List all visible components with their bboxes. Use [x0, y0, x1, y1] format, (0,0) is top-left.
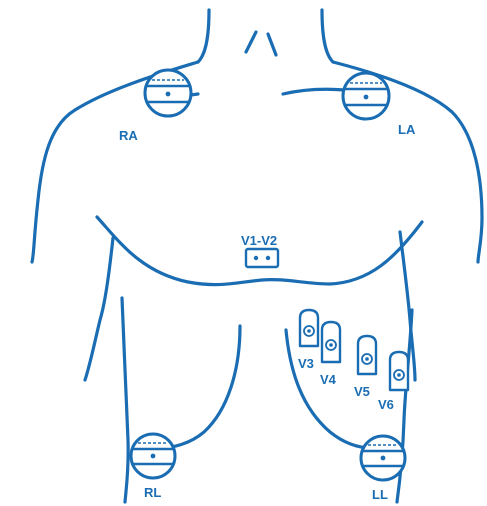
label-v6: V6 [378, 397, 394, 412]
electrode-v5-pad [358, 336, 376, 374]
electrode-v3-dot [307, 329, 311, 333]
electrode-ll-dot [381, 456, 386, 461]
electrode-v1v2-dot-left [254, 256, 258, 260]
neck-left-line [198, 10, 209, 62]
electrode-ra [145, 70, 191, 116]
electrode-v3-pad [300, 310, 318, 346]
electrode-v1v2-pad [246, 249, 278, 267]
electrode-v3 [300, 310, 318, 346]
label-v5: V5 [354, 384, 370, 399]
electrode-v5 [358, 336, 376, 374]
arm-inner-left-line [85, 238, 113, 380]
electrode-ra-dot [166, 92, 171, 97]
electrode-v4-dot [329, 343, 333, 347]
electrode-v1v2 [246, 249, 278, 267]
label-ll: LL [372, 487, 388, 502]
flank-left-line [122, 298, 128, 502]
electrode-rl [131, 434, 175, 478]
abdomen-left-line [160, 326, 240, 448]
label-la: LA [398, 122, 416, 137]
collarbone-left-mark [246, 32, 256, 52]
label-v3: V3 [298, 356, 314, 371]
electrode-v6-pad [390, 352, 408, 390]
clavicle-right-line [283, 89, 345, 94]
electrode-v4-pad [322, 322, 340, 362]
electrode-ll [361, 436, 405, 480]
label-v1v2: V1-V2 [241, 233, 277, 248]
electrode-v6-dot [397, 373, 401, 377]
neck-right-line [322, 10, 333, 62]
electrode-rl-dot [151, 454, 156, 459]
electrode-v6 [390, 352, 408, 390]
electrode-la [343, 73, 389, 119]
electrode-la-dot [364, 95, 369, 100]
collarbone-right-mark [268, 34, 276, 55]
electrode-v4 [322, 322, 340, 362]
electrode-v1v2-dot-right [266, 256, 270, 260]
electrode-v5-dot [365, 357, 369, 361]
label-ra: RA [119, 128, 138, 143]
label-rl: RL [144, 485, 161, 500]
label-v4: V4 [320, 372, 337, 387]
